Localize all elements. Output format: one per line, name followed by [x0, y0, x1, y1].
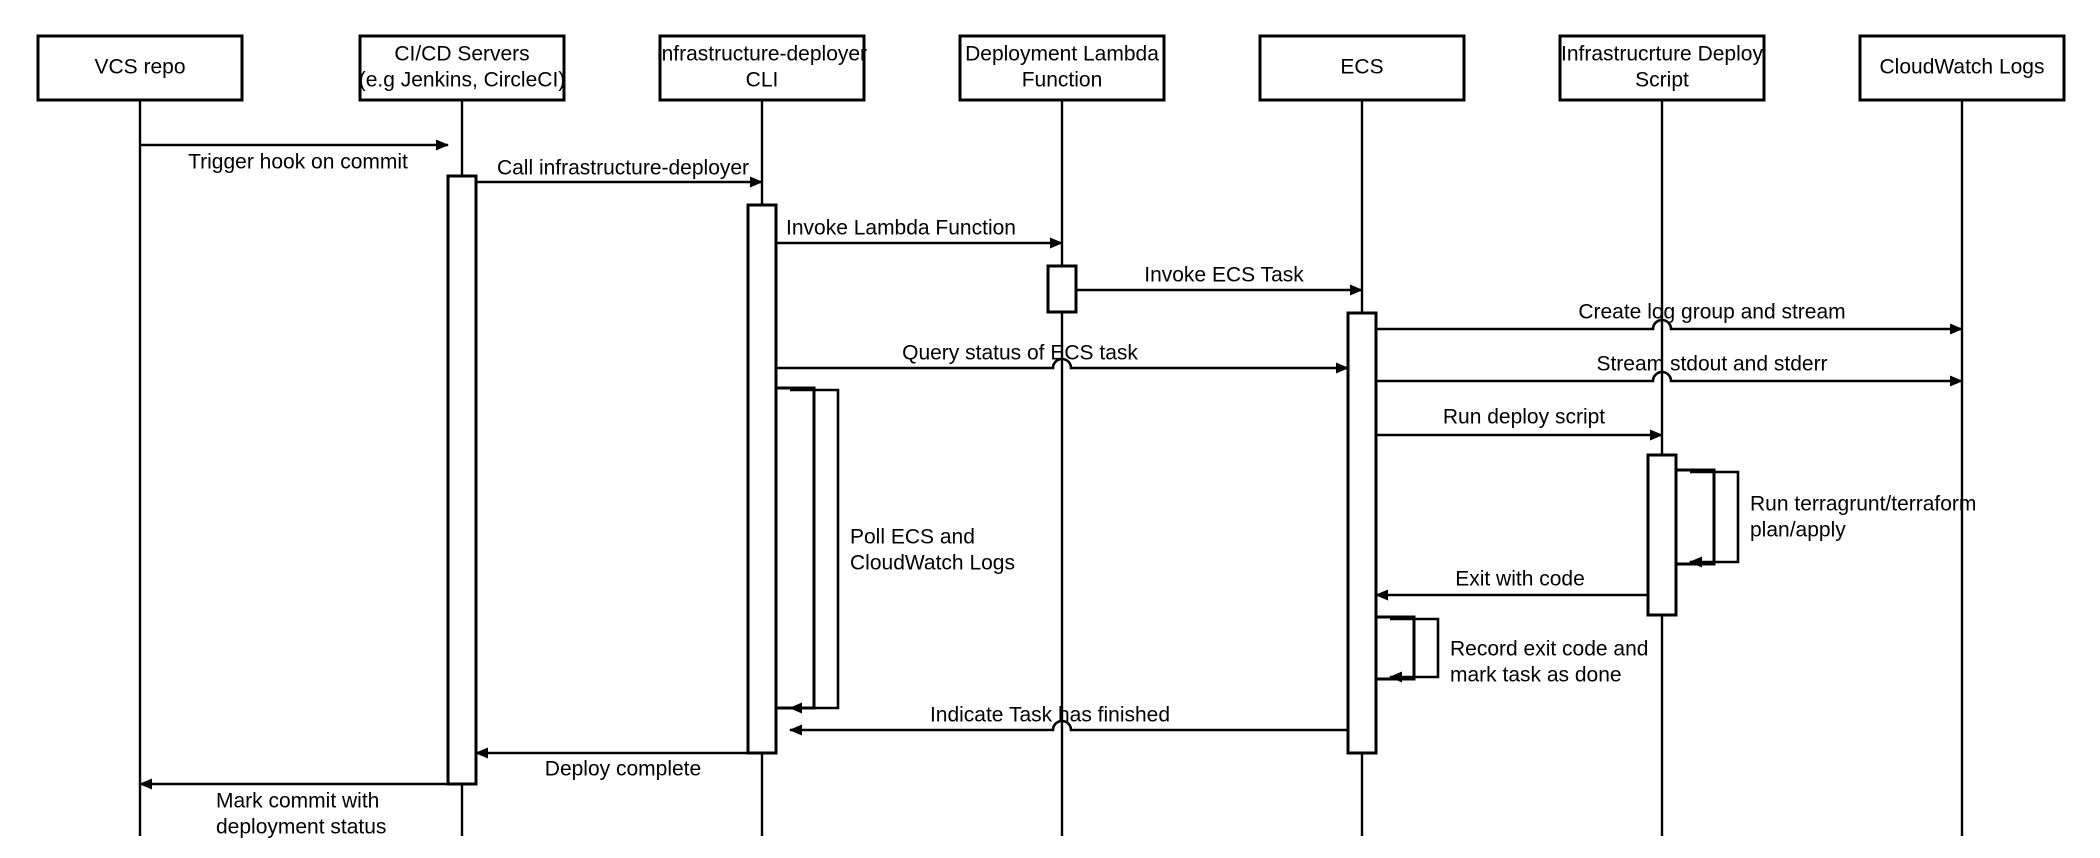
activation-bar-cli	[746, 203, 778, 755]
message-m10: Indicate Task has finished	[789, 704, 1348, 736]
activation-bar-deployscript	[1674, 468, 1716, 566]
message-label: Create log group and stream	[1578, 301, 1845, 324]
participant-box[interactable]	[1258, 34, 1466, 102]
participant-cicd[interactable]: CI/CD Servers (e.g Jenkins, CircleCI)	[358, 34, 566, 102]
message-m11: Deploy complete	[475, 747, 748, 781]
participant-label: ECS	[1340, 56, 1383, 79]
participant-label: Script	[1635, 69, 1689, 92]
message-label: Stream stdout and stderr	[1596, 353, 1827, 376]
message-m1: Trigger hook on commit	[140, 139, 449, 174]
message-m6: Query status of ECS task	[776, 342, 1349, 374]
participant-label: Infrastrucrture Deploy	[1561, 43, 1763, 66]
message-m7: Stream stdout and stderr	[1376, 353, 1963, 387]
self-message-label: Run terragrunt/terraform	[1750, 493, 1976, 516]
self-message-label: CloudWatch Logs	[850, 552, 1015, 575]
self-message-label: Poll ECS and	[850, 526, 975, 549]
message-label: Call infrastructure-deployer	[497, 157, 749, 180]
message-m4: Invoke ECS Task	[1076, 264, 1363, 296]
self-message-label: Record exit code and	[1450, 638, 1648, 661]
participant-label: infrastructure-deployer	[657, 43, 867, 66]
message-m12: Mark commit with deployment status	[139, 778, 448, 839]
message-label: Invoke ECS Task	[1144, 264, 1304, 287]
activations-layer	[446, 174, 1716, 786]
activation-bar-cli	[774, 386, 816, 710]
participant-label: CloudWatch Logs	[1880, 56, 2045, 79]
participant-box[interactable]	[1558, 34, 1766, 102]
self-message-label: mark task as done	[1450, 664, 1622, 687]
message-label: Run deploy script	[1443, 406, 1605, 429]
message-arrow	[776, 357, 1349, 374]
participant-boxes-layer: VCS repo CI/CD Servers (e.g Jenkins, Circl…	[36, 34, 2066, 102]
participant-box[interactable]	[658, 34, 866, 102]
message-arrow	[1376, 370, 1963, 387]
message-label: Indicate Task has finished	[930, 704, 1170, 727]
participant-cwlogs[interactable]: CloudWatch Logs	[1858, 34, 2066, 102]
message-arrow	[789, 719, 1348, 736]
message-m2: Call infrastructure-deployer	[476, 157, 763, 188]
message-label: Invoke Lambda Function	[786, 217, 1016, 240]
activation-bar-ecs	[1346, 311, 1378, 755]
self-message-s2: Run terragrunt/terraform plan/apply	[1689, 470, 1976, 568]
participant-box[interactable]	[358, 34, 566, 102]
participant-vcs[interactable]: VCS repo	[36, 34, 244, 102]
self-message-s3: Record exit code and mark task as done	[1389, 617, 1648, 687]
participant-label: Function	[1022, 69, 1103, 92]
activation-bar-ecs	[1374, 615, 1416, 681]
activation-bar-lambda	[1046, 264, 1078, 314]
participant-label: CI/CD Servers	[394, 43, 529, 66]
participant-box[interactable]	[958, 34, 1166, 102]
participant-label: (e.g Jenkins, CircleCI)	[359, 69, 566, 92]
activation-bar-cicd	[446, 174, 478, 786]
activation-bar-deployscript	[1646, 453, 1678, 617]
message-m3: Invoke Lambda Function	[776, 217, 1063, 249]
participant-box[interactable]	[36, 34, 244, 102]
message-label: Mark commit with	[216, 790, 379, 813]
self-message-arrow	[1689, 470, 1740, 568]
message-label: Trigger hook on commit	[188, 151, 408, 174]
messages-layer: Trigger hook on commit Call infrastructur…	[139, 139, 1963, 839]
message-label: Query status of ECS task	[902, 342, 1138, 365]
message-m9: Exit with code	[1375, 568, 1648, 601]
message-label: deployment status	[216, 816, 386, 839]
participant-label: CLI	[746, 69, 779, 92]
participant-label: VCS repo	[94, 56, 185, 79]
message-arrow	[1376, 318, 1963, 335]
message-m8: Run deploy script	[1376, 406, 1663, 441]
message-m5: Create log group and stream	[1376, 301, 1963, 335]
message-label: Exit with code	[1455, 568, 1585, 591]
self-message-label: plan/apply	[1750, 519, 1846, 542]
self-message-arrow	[789, 388, 840, 714]
participant-label: Deployment Lambda	[965, 43, 1159, 66]
message-label: Deploy complete	[545, 758, 701, 781]
participant-ecs[interactable]: ECS	[1258, 34, 1466, 102]
participant-box[interactable]	[1858, 34, 2066, 102]
self-message-arrow	[1389, 617, 1440, 683]
